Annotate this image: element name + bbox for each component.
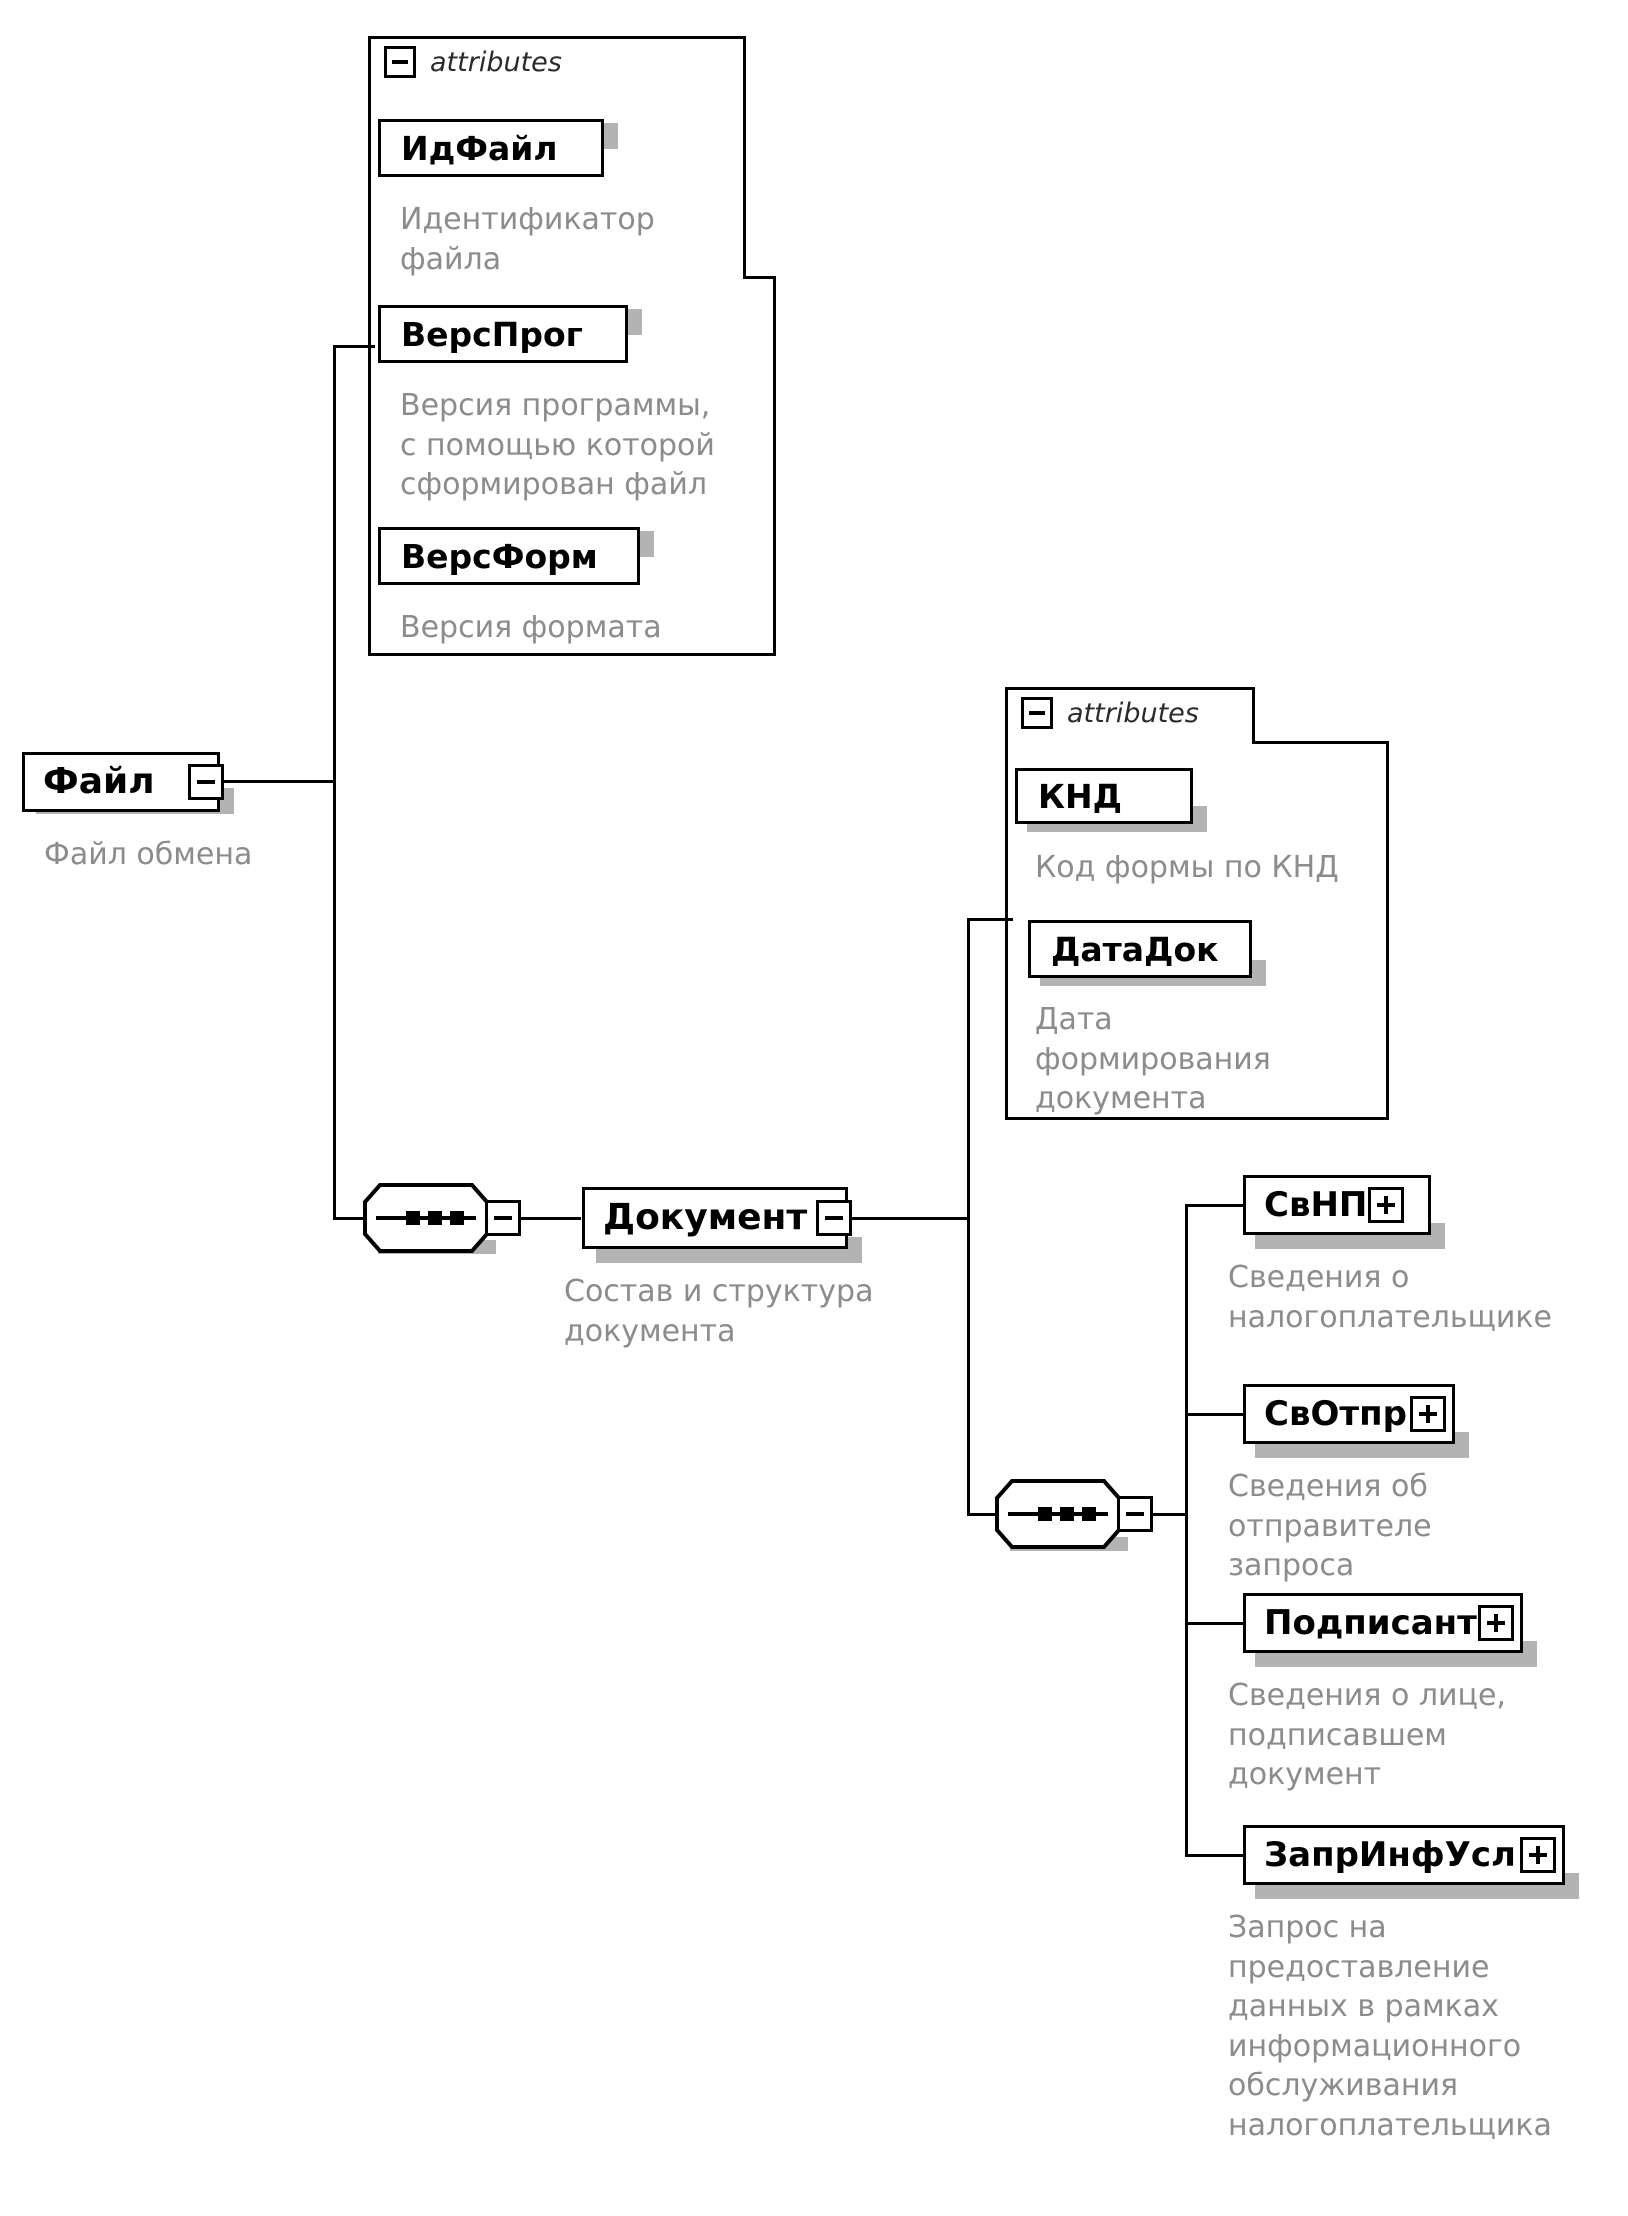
connector-branch-svotpr (1185, 1413, 1243, 1416)
docattrgroup-border-left (1005, 687, 1008, 1120)
child-shadow-podpisant-side (1523, 1641, 1537, 1667)
element-svotpr[interactable]: СвОтпр (1243, 1384, 1455, 1444)
document-node[interactable]: Документ (582, 1187, 848, 1249)
document-node-shadow (596, 1249, 860, 1263)
attribute-versprog[interactable]: ВерсПрог (378, 305, 628, 363)
sequence-node-document[interactable] (994, 1478, 1122, 1550)
element-zaprinfusl-label: ЗапрИнфУсл (1264, 1835, 1516, 1875)
child-shadow-podpisant (1255, 1653, 1535, 1667)
element-podpisant-label: Подписант (1264, 1603, 1477, 1643)
root-node-fayl[interactable]: Файл (22, 752, 220, 812)
attribute-knd[interactable]: КНД (1015, 768, 1193, 824)
attribute-knd-label: КНД (1038, 776, 1122, 816)
attrgroup-border-top-left (368, 36, 746, 39)
connector-trunk-main (333, 345, 336, 1220)
docattrgroup-border-bottom (1005, 1117, 1389, 1120)
attribute-knd-description: Код формы по КНД (1035, 850, 1339, 885)
docattrgroup-label: attributes (1067, 697, 1199, 729)
attrgroup-border-step-v (743, 36, 746, 279)
plus-icon[interactable] (1520, 1837, 1556, 1873)
attrgroup-header: attributes (368, 36, 562, 88)
element-svotpr-label: СвОтпр (1264, 1394, 1407, 1434)
attr-shadow-knd-side (1193, 806, 1207, 832)
connector-root-to-trunk (224, 780, 336, 783)
plus-icon[interactable] (1478, 1605, 1514, 1641)
connector-document-to-trunk (850, 1217, 970, 1220)
attribute-datadok[interactable]: ДатаДок (1028, 920, 1252, 978)
docattrgroup-border-step-v (1252, 687, 1255, 744)
document-attributes-group: attributes (1005, 687, 1389, 1120)
child-shadow-zaprinfusl-side (1565, 1873, 1579, 1899)
attr-shadow-idfayl-side (604, 123, 618, 149)
attrgroup-label: attributes (430, 46, 562, 78)
plus-icon[interactable] (1410, 1396, 1446, 1432)
connector-trunk-to-doc-attributes (967, 918, 1013, 921)
attr-shadow-datadok-side (1252, 960, 1266, 986)
connector-docsequence-to-children (1151, 1513, 1188, 1516)
document-node-label: Документ (603, 1197, 808, 1238)
attr-shadow-versform-side (640, 531, 654, 557)
document-node-shadow-side (848, 1237, 862, 1263)
root-node-description: Файл обмена (44, 837, 253, 872)
connector-trunk-to-attributes (333, 345, 375, 348)
attribute-idfayl[interactable]: ИдФайл (378, 119, 604, 177)
attribute-versprog-label: ВерсПрог (401, 314, 583, 354)
child-shadow-zaprinfusl (1255, 1885, 1577, 1899)
attr-shadow-versprog-side (628, 309, 642, 335)
child-shadow-svotpr-side (1455, 1432, 1469, 1458)
docattrgroup-border-top-right (1252, 741, 1386, 744)
attrgroup-border-top-right (743, 276, 776, 279)
connector-branch-svnp (1185, 1204, 1243, 1207)
sequence-node-file[interactable] (362, 1182, 490, 1254)
connector-trunk-to-doc-sequence (967, 1513, 995, 1516)
connector-trunk-to-sequence (333, 1217, 365, 1220)
attrgroup-border-right (773, 276, 776, 656)
connector-trunk-children (1185, 1204, 1188, 1857)
docattrgroup-border-right (1386, 741, 1389, 1120)
attrgroup-border-left (368, 36, 371, 656)
child-shadow-svnp-side (1431, 1223, 1445, 1249)
attribute-versform-description: Версия формата (400, 610, 662, 645)
attribute-versform-label: ВерсФорм (401, 536, 598, 576)
minus-icon[interactable] (816, 1200, 852, 1236)
attribute-idfayl-label: ИдФайл (401, 128, 558, 168)
element-zaprinfusl[interactable]: ЗапрИнфУсл (1243, 1825, 1565, 1885)
minus-icon[interactable] (188, 764, 224, 800)
minus-icon[interactable] (485, 1200, 521, 1236)
minus-icon[interactable] (1117, 1496, 1153, 1532)
docattrgroup-header: attributes (1005, 687, 1199, 739)
connector-sequence-to-document (519, 1217, 581, 1220)
attribute-datadok-label: ДатаДок (1051, 929, 1219, 969)
root-node-label: Файл (43, 761, 155, 802)
child-shadow-svotpr (1255, 1444, 1467, 1458)
connector-trunk-document (967, 918, 970, 1516)
element-podpisant[interactable]: Подписант (1243, 1593, 1523, 1653)
attribute-versform[interactable]: ВерсФорм (378, 527, 640, 585)
element-svnp-label: СвНП (1264, 1185, 1368, 1225)
connector-branch-podpisant (1185, 1622, 1243, 1625)
attrgroup-border-bottom (368, 653, 776, 656)
docattrgroup-border-top-left (1005, 687, 1255, 690)
file-attributes-group: attributes (368, 36, 776, 656)
minus-icon[interactable] (1021, 697, 1053, 729)
minus-icon[interactable] (384, 46, 416, 78)
child-shadow-svnp (1255, 1235, 1443, 1249)
connector-branch-zaprinfusl (1185, 1854, 1243, 1857)
plus-icon[interactable] (1368, 1187, 1404, 1223)
